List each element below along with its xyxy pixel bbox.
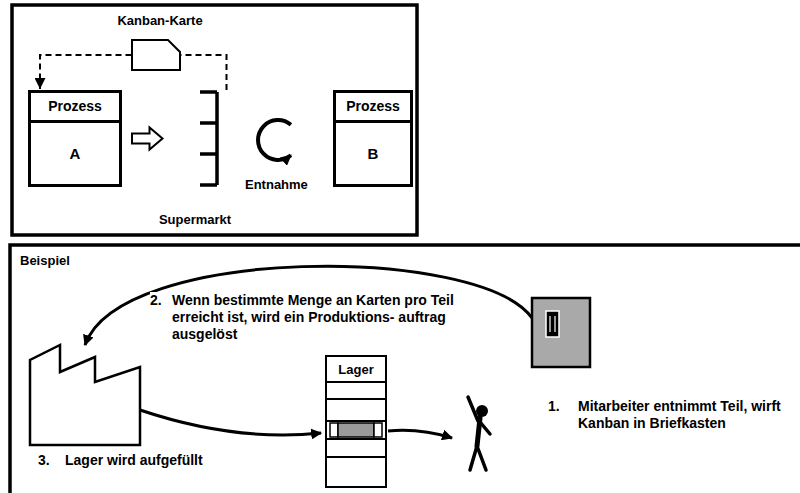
process-body: B — [336, 123, 410, 184]
panel-title: Beispiel — [20, 252, 70, 269]
rack-shelf — [200, 183, 217, 187]
refill-arrow — [140, 410, 321, 435]
step-number: 3. — [38, 452, 50, 469]
step-number: 2. — [150, 292, 162, 309]
shelf-bin — [374, 423, 382, 437]
process-box: ProzessB — [333, 90, 413, 187]
flow-arrow — [132, 128, 163, 150]
worker-head — [476, 405, 488, 417]
action-label: Entnahme — [245, 176, 308, 193]
kanban-card-icon — [546, 311, 559, 337]
panel-frame — [12, 5, 417, 235]
rack-shelf — [200, 152, 217, 156]
node-text: Supermarkt — [159, 212, 231, 228]
withdrawal-cycle-arrow — [258, 120, 291, 160]
supermarket-rack: Supermarkt — [151, 90, 240, 230]
factory-icon — [30, 345, 140, 445]
kanban-card — [132, 40, 180, 70]
storage-rack: Lager — [325, 355, 387, 488]
card-mark — [554, 316, 555, 332]
worker-leg — [470, 446, 477, 470]
step-text: Lager wird aufgefüllt — [65, 452, 203, 469]
worker-leg — [477, 446, 486, 470]
shelf-line — [327, 398, 385, 400]
shelf-line — [327, 438, 385, 440]
rack-shelf — [200, 90, 217, 94]
process-header: Prozess — [31, 93, 119, 123]
process-box: ProzessA — [28, 90, 122, 187]
node-text: A — [70, 145, 81, 163]
shelf-line — [327, 420, 385, 422]
worker-arm — [468, 397, 478, 421]
step-text: Wenn bestimmte Menge an Karten pro Teil … — [172, 292, 467, 343]
card-mark — [549, 316, 550, 332]
node-text: Prozess — [48, 98, 102, 115]
process-header: Prozess — [336, 93, 410, 123]
card-flow-arc — [85, 266, 532, 345]
step-number: 1. — [548, 398, 560, 415]
rack-shelf — [200, 121, 217, 125]
rack-bracket — [151, 90, 240, 230]
process-body: A — [31, 123, 119, 184]
panel-frame — [10, 245, 800, 493]
card-label: Kanban-Karte — [95, 13, 225, 29]
node-text: B — [368, 145, 379, 163]
worker-figure — [468, 397, 490, 470]
step-text: Mitarbeiter entnimmt Teil, wirft Kanban … — [578, 398, 790, 432]
mailbox — [532, 298, 590, 367]
shelf-line — [327, 381, 385, 383]
node-text: Lager — [338, 362, 373, 378]
withdraw-arrow — [388, 430, 452, 438]
worker-body — [477, 418, 480, 446]
stored-part — [338, 423, 374, 437]
shelf-bin — [330, 423, 338, 437]
shelf-line — [327, 456, 385, 458]
node-text: Prozess — [346, 98, 400, 115]
rack-post — [215, 92, 219, 185]
